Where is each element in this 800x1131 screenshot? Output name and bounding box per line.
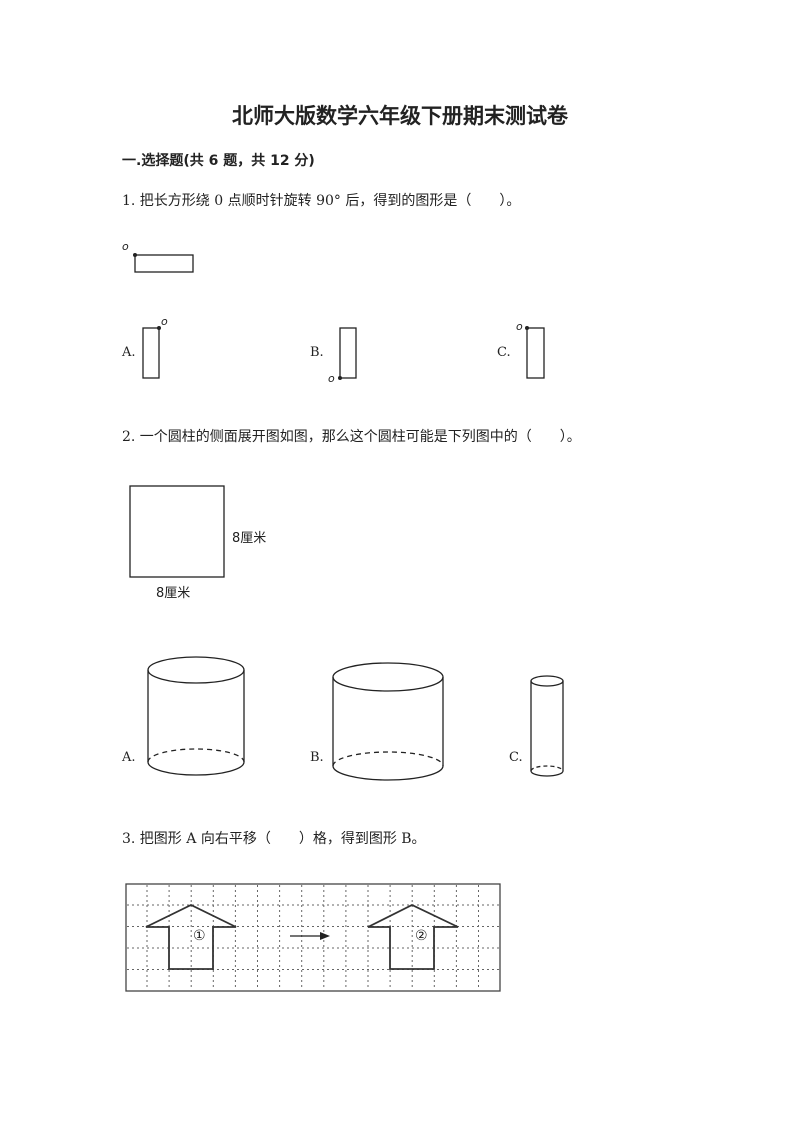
q1-option-a-figure (142, 326, 161, 379)
question-2-text: 2. 一个圆柱的侧面展开图如图，那么这个圆柱可能是下列图中的（ ）。 (122, 429, 581, 445)
q2-side-label: 8厘米 (232, 531, 267, 546)
q1-point-label: o (122, 240, 129, 253)
q2-option-b[interactable]: B. (310, 750, 324, 765)
section-heading: 一.选择题(共 6 题，共 12 分) (122, 153, 315, 169)
q1-option-b[interactable]: B. (310, 345, 324, 360)
q1-option-c-figure (525, 326, 545, 379)
q2-cylinder-b (332, 662, 444, 781)
q1-c-point-label: o (516, 320, 523, 333)
question-1-text: 1. 把长方形绕 0 点顺时针旋转 90° 后，得到的图形是（ ）。 (122, 193, 521, 209)
q2-cylinder-c (530, 675, 564, 777)
q1-original-rectangle (133, 253, 194, 273)
q1-a-point-label: o (161, 315, 168, 328)
q2-option-a[interactable]: A. (122, 750, 136, 765)
q2-net-square (129, 485, 225, 578)
q1-b-point-label: o (328, 372, 335, 385)
q2-cylinder-a (147, 656, 245, 776)
q2-option-c[interactable]: C. (509, 750, 523, 765)
q3-shape-1-label: ① (193, 928, 206, 944)
q1-option-c[interactable]: C. (497, 345, 511, 360)
page-title: 北师大版数学六年级下册期末测试卷 (232, 103, 568, 128)
q1-option-a[interactable]: A. (122, 345, 136, 360)
q3-grid (125, 883, 501, 992)
q3-shape-2 (367, 903, 459, 970)
question-3-text: 3. 把图形 A 向右平移（ ）格，得到图形 B。 (122, 831, 426, 847)
q1-option-b-figure (338, 327, 357, 380)
q3-shape-2-label: ② (415, 928, 428, 944)
q3-right-arrow (290, 932, 330, 940)
q2-bottom-label: 8厘米 (156, 586, 191, 601)
q3-shape-1 (145, 903, 237, 970)
